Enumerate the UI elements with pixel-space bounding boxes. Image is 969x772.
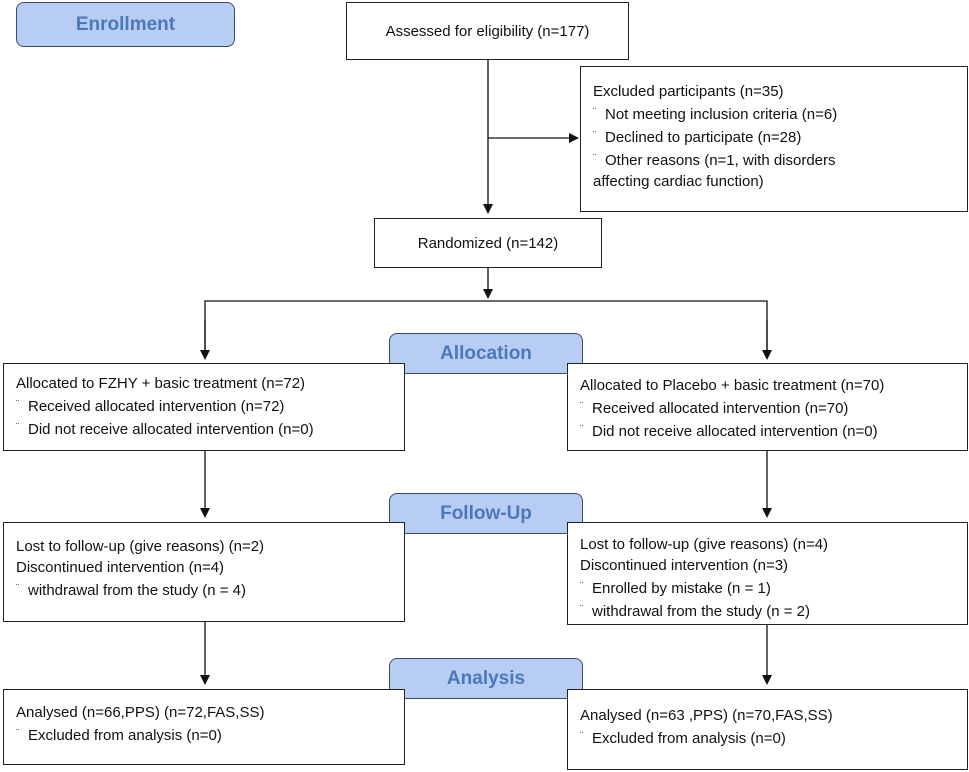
left-follow-up-item: ¨withdrawal from the study (n = 4) (16, 578, 404, 601)
stage-follow-up: Follow-Up (389, 493, 583, 534)
right-follow-up-line: Lost to follow-up (give reasons) (n=4) (580, 536, 829, 553)
left-analysis-box: Analysed (n=66,PPS) (n=72,FAS,SS) ¨Exclu… (3, 689, 405, 765)
bullet-icon: ¨ (580, 581, 584, 592)
randomized-box: Randomized (n=142) (374, 218, 602, 268)
left-follow-up-line: Lost to follow-up (give reasons) (n=2) (16, 538, 265, 555)
randomized-text: Randomized (n=142) (417, 234, 559, 252)
left-allocation-item: ¨Received allocated intervention (n=72) (16, 394, 404, 417)
left-allocation-title: Allocated to FZHY + basic treatment (n=7… (16, 375, 306, 392)
right-allocation-title: Allocated to Placebo + basic treatment (… (580, 377, 885, 394)
left-follow-up-box: Lost to follow-up (give reasons) (n=2) D… (3, 522, 405, 622)
bullet-icon: ¨ (580, 424, 584, 435)
left-allocation-box: Allocated to FZHY + basic treatment (n=7… (3, 363, 405, 451)
left-follow-up-line: Discontinued intervention (n=4) (16, 559, 225, 576)
right-analysis-item: ¨Excluded from analysis (n=0) (580, 726, 967, 749)
excluded-box: Excluded participants (n=35) ¨Not meetin… (580, 66, 968, 212)
left-allocation-item: ¨Did not receive allocated intervention … (16, 417, 404, 440)
left-analysis-item: ¨Excluded from analysis (n=0) (16, 723, 404, 746)
right-analysis-box: Analysed (n=63 ,PPS) (n=70,FAS,SS) ¨Excl… (567, 689, 968, 770)
right-follow-up-item: ¨withdrawal from the study (n = 2) (580, 599, 967, 622)
bullet-icon: ¨ (16, 728, 20, 739)
assessed-box: Assessed for eligibility (n=177) (346, 2, 629, 60)
right-allocation-item: ¨Did not receive allocated intervention … (580, 419, 967, 442)
right-follow-up-line: Discontinued intervention (n=3) (580, 557, 789, 574)
bullet-icon: ¨ (593, 130, 597, 141)
bullet-icon: ¨ (593, 107, 597, 118)
stage-enrollment: Enrollment (16, 2, 235, 47)
bullet-icon: ¨ (16, 583, 20, 594)
assessed-text: Assessed for eligibility (n=177) (385, 22, 590, 40)
excluded-item: ¨Not meeting inclusion criteria (n=6) (593, 102, 967, 125)
right-follow-up-box: Lost to follow-up (give reasons) (n=4) D… (567, 522, 968, 625)
bullet-icon: ¨ (16, 399, 20, 410)
excluded-title: Excluded participants (n=35) (593, 83, 784, 100)
right-allocation-item: ¨Received allocated intervention (n=70) (580, 396, 967, 419)
right-analysis-title: Analysed (n=63 ,PPS) (n=70,FAS,SS) (580, 707, 833, 724)
excluded-continuation: affecting cardiac function) (593, 173, 764, 190)
bullet-icon: ¨ (580, 604, 584, 615)
left-analysis-title: Analysed (n=66,PPS) (n=72,FAS,SS) (16, 704, 265, 721)
stage-allocation: Allocation (389, 333, 583, 374)
bullet-icon: ¨ (580, 401, 584, 412)
right-follow-up-item: ¨Enrolled by mistake (n = 1) (580, 576, 967, 599)
bullet-icon: ¨ (16, 422, 20, 433)
bullet-icon: ¨ (580, 731, 584, 742)
bullet-icon: ¨ (593, 153, 597, 164)
right-allocation-box: Allocated to Placebo + basic treatment (… (567, 363, 968, 451)
stage-analysis: Analysis (389, 658, 583, 699)
excluded-item: ¨Other reasons (n=1, with disorders (593, 148, 967, 171)
excluded-item: ¨Declined to participate (n=28) (593, 125, 967, 148)
